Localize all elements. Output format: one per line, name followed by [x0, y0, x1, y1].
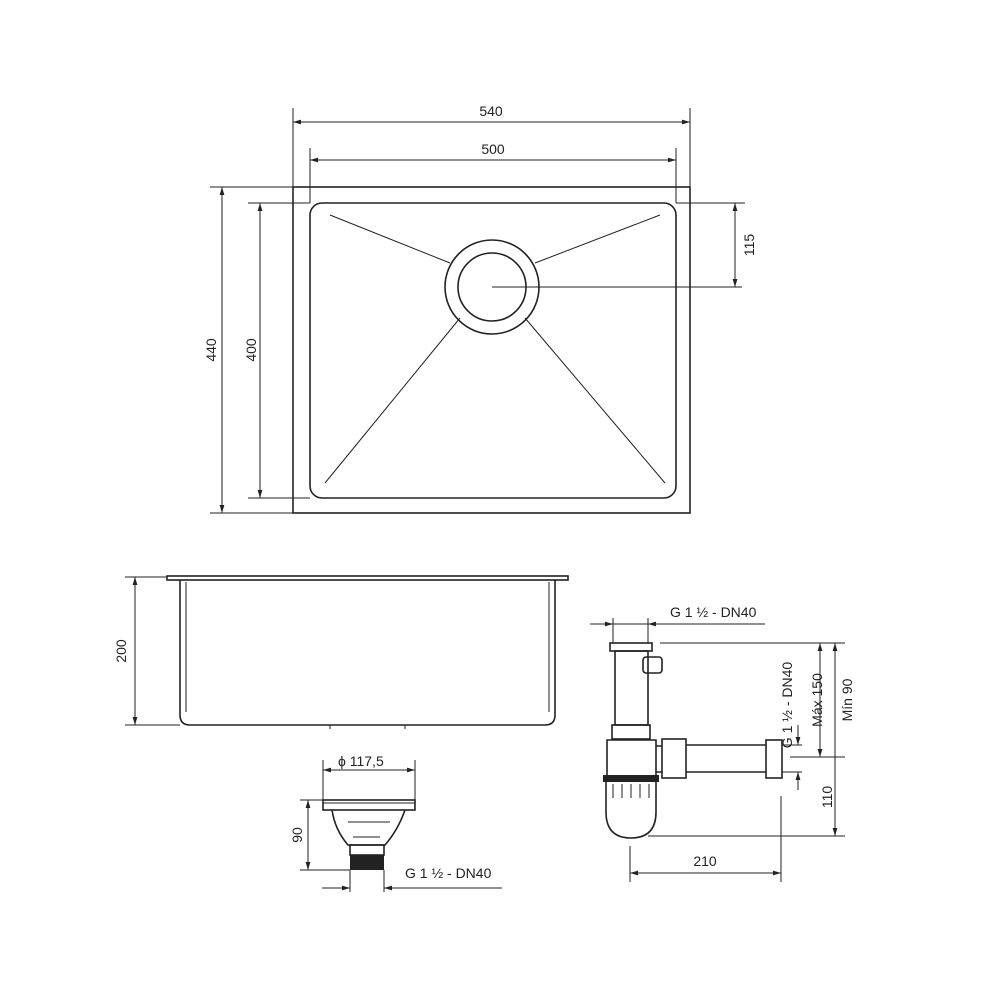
strainer-body [331, 809, 406, 846]
strainer-flange [322, 799, 416, 811]
siphon-max-height-label: Máx 150 [809, 673, 825, 727]
siphon-min-height-label: Mín 90 [839, 678, 855, 721]
strainer-drawing: ϕ 117,5 90 G 1 ½ - DN40 [289, 753, 502, 892]
strainer-diameter-label: ϕ 117,5 [338, 753, 384, 769]
bowl-slope-lines [324, 214, 666, 484]
siphon-outlet-thread-label: G 1 ½ - DN40 [779, 662, 795, 749]
siphon-overflow-nut [642, 656, 663, 674]
depth-inner-label: 400 [243, 338, 259, 362]
drain-offset-label: 115 [741, 234, 757, 257]
top-view: 540 500 440 400 115 [203, 103, 757, 514]
width-outer-label: 540 [479, 103, 503, 119]
siphon-inlet-thread-label: G 1 ½ - DN40 [670, 604, 757, 620]
width-inner-label: 500 [481, 141, 505, 157]
siphon-length-label: 210 [693, 853, 717, 869]
strainer-thread-label: G 1 ½ - DN40 [405, 865, 492, 881]
strainer-height-label: 90 [289, 827, 305, 843]
siphon-pipe-nut [661, 738, 687, 779]
siphon-trap-height-label: 110 [819, 786, 835, 809]
siphon-top-nut [609, 642, 653, 652]
side-rim [166, 575, 569, 581]
siphon-cup [605, 782, 657, 839]
siphon-drawing: G 1 ½ - DN40 G 1 ½ - DN40 Máx 150 Mín 90… [590, 604, 855, 882]
strainer-thread [350, 855, 384, 870]
side-view: 200 [113, 575, 569, 729]
siphon-body [606, 739, 657, 777]
siphon-outlet-cap [765, 739, 783, 779]
side-bowl [179, 580, 556, 726]
height-label: 200 [113, 639, 129, 663]
bowl-outline [309, 202, 677, 499]
depth-outer-label: 440 [203, 338, 219, 362]
sink-rim-outline [292, 186, 691, 514]
